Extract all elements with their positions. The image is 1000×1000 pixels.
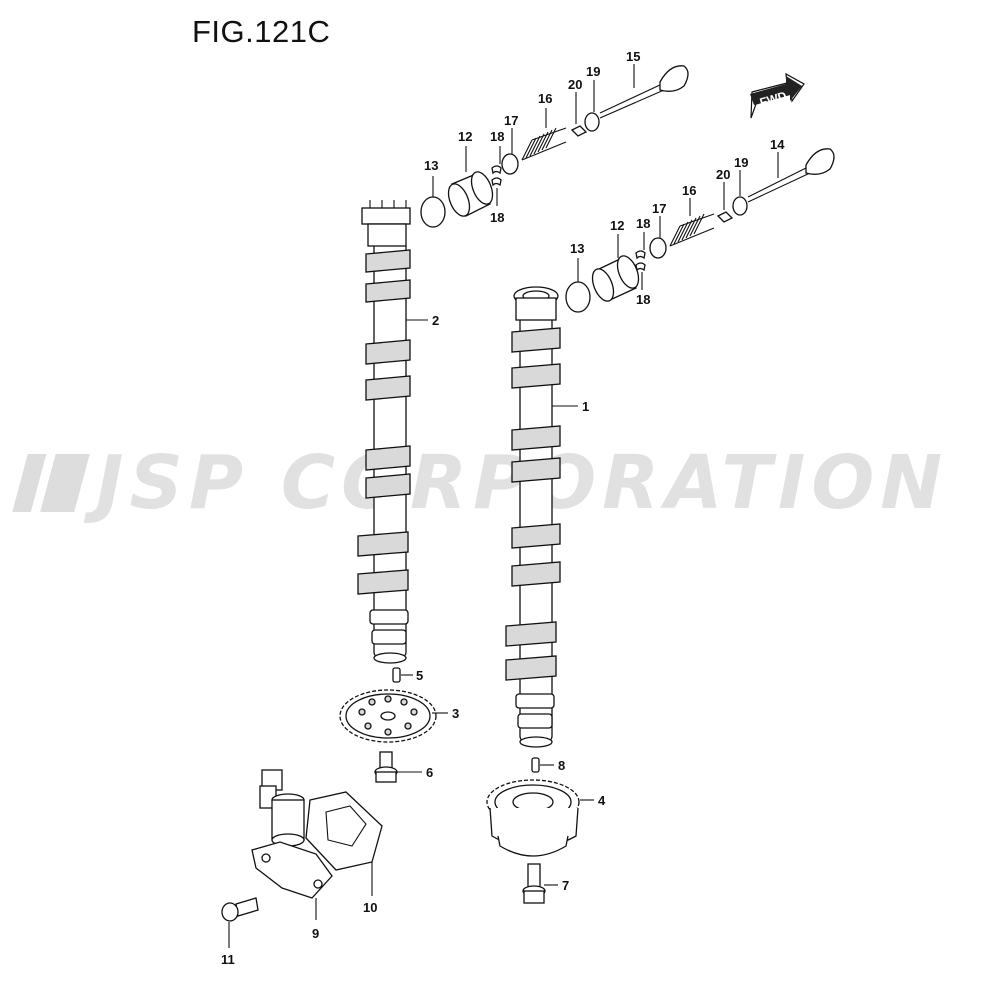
callout-17-upper: 17 — [504, 113, 518, 128]
tappet-12-upper — [447, 171, 494, 217]
camshaft-sprocket-3 — [339, 689, 437, 743]
callout-labels: 2 1 3 4 5 6 7 8 9 10 11 13 12 18 18 17 1… — [221, 49, 785, 967]
figure-title: FIG.121C — [192, 14, 331, 49]
watermark: JSP CORPORATION — [12, 440, 980, 530]
oil-control-valve-9 — [251, 769, 333, 899]
camshaft-1 — [505, 286, 561, 748]
valve-15 — [599, 65, 689, 119]
valve-train-upper — [420, 65, 689, 228]
valve-train-lower — [565, 148, 835, 313]
callout-16-upper: 16 — [538, 91, 552, 106]
callout-4: 4 — [598, 793, 606, 808]
callout-18-lower-a: 18 — [636, 216, 650, 231]
callout-5: 5 — [416, 668, 423, 683]
camshaft-2-lobes — [357, 249, 411, 645]
watermark-text: JSP CORPORATION — [96, 440, 949, 526]
callout-13-upper: 13 — [424, 158, 438, 173]
callout-3: 3 — [452, 706, 459, 721]
bolt-6 — [374, 751, 398, 783]
valve-seal-20-lower — [716, 211, 734, 223]
valve-14 — [747, 148, 835, 203]
callout-20-upper: 20 — [568, 77, 582, 92]
camshaft-2-sprocket-end — [361, 200, 411, 247]
valve-spring-16-upper — [521, 127, 567, 161]
dowel-pin-8 — [531, 757, 540, 773]
valve-spring-16-lower — [669, 213, 715, 247]
retainer-17-lower — [649, 237, 667, 259]
callout-20-lower: 20 — [716, 167, 730, 182]
camshaft-1-sprocket-end — [513, 286, 559, 321]
camshaft-1-lobes — [505, 327, 561, 729]
retainer-17-upper — [501, 153, 519, 175]
spring-seat-19-upper — [584, 112, 600, 132]
valve-cotters-18-upper — [491, 165, 502, 187]
spring-seat-19-lower — [732, 196, 748, 216]
callout-17-lower: 17 — [652, 201, 666, 216]
camshaft-2 — [357, 200, 411, 664]
leader-lines — [228, 64, 779, 948]
callout-9: 9 — [312, 926, 319, 941]
fwd-arrow-icon: FWD — [750, 72, 805, 119]
callout-19-lower: 19 — [734, 155, 748, 170]
dowel-pin-5 — [392, 667, 401, 683]
callout-12-lower: 12 — [610, 218, 624, 233]
callout-12-upper: 12 — [458, 129, 472, 144]
callout-15: 15 — [626, 49, 640, 64]
bolt-7 — [522, 863, 546, 904]
shim-13-lower — [565, 281, 591, 313]
callout-2: 2 — [432, 313, 439, 328]
callout-16-lower: 16 — [682, 183, 696, 198]
callout-7: 7 — [562, 878, 569, 893]
callout-10: 10 — [363, 900, 377, 915]
callout-19-upper: 19 — [586, 64, 600, 79]
callout-18-upper-a: 18 — [490, 129, 504, 144]
callout-14: 14 — [770, 137, 785, 152]
callout-6: 6 — [426, 765, 433, 780]
callout-11: 11 — [221, 952, 235, 967]
callout-13-lower: 13 — [570, 241, 584, 256]
bolt-11 — [221, 897, 259, 922]
shim-13-upper — [420, 196, 446, 228]
callout-18-upper-b: 18 — [490, 210, 504, 225]
tappet-12-lower — [591, 255, 640, 302]
callout-1: 1 — [582, 399, 589, 414]
callout-8: 8 — [558, 758, 565, 773]
vvt-sprocket-assembly-4 — [486, 779, 580, 857]
callout-18-lower-b: 18 — [636, 292, 650, 307]
valve-seal-20-upper — [570, 125, 588, 137]
valve-cotters-18-lower — [635, 250, 646, 272]
